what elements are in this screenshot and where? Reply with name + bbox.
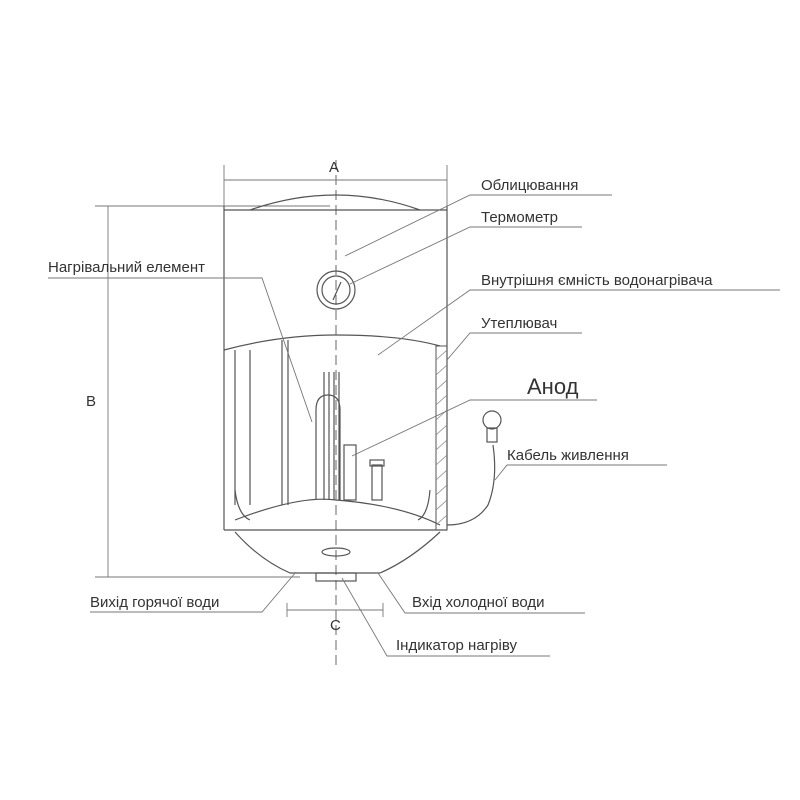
dimension-c-label: C <box>330 617 341 634</box>
label-insulation: Утеплювач <box>481 315 557 332</box>
heater-body <box>223 194 448 582</box>
label-cladding: Облицювання <box>481 177 578 194</box>
leader-lines <box>48 194 780 657</box>
dimension-c: C <box>286 603 384 634</box>
label-power-cable: Кабель живлення <box>507 447 629 464</box>
label-hot-water-outlet: Вихід горячої води <box>90 594 219 611</box>
thermometer-gauge <box>316 270 356 310</box>
dimension-b-label: B <box>86 393 96 410</box>
label-heating-element: Нагрівальний елемент <box>48 259 205 276</box>
dimension-b: B <box>86 205 330 578</box>
dimension-a-label: A <box>329 159 339 176</box>
label-anode: Анод <box>527 374 579 399</box>
label-thermometer: Термометр <box>481 209 558 226</box>
power-cable <box>446 410 502 526</box>
label-heating-indicator: Індикатор нагріву <box>396 637 517 654</box>
label-inner-tank: Внутрішня ємність водонагрівача <box>481 272 713 289</box>
label-cold-water-inlet: Вхід холодної води <box>412 594 545 611</box>
